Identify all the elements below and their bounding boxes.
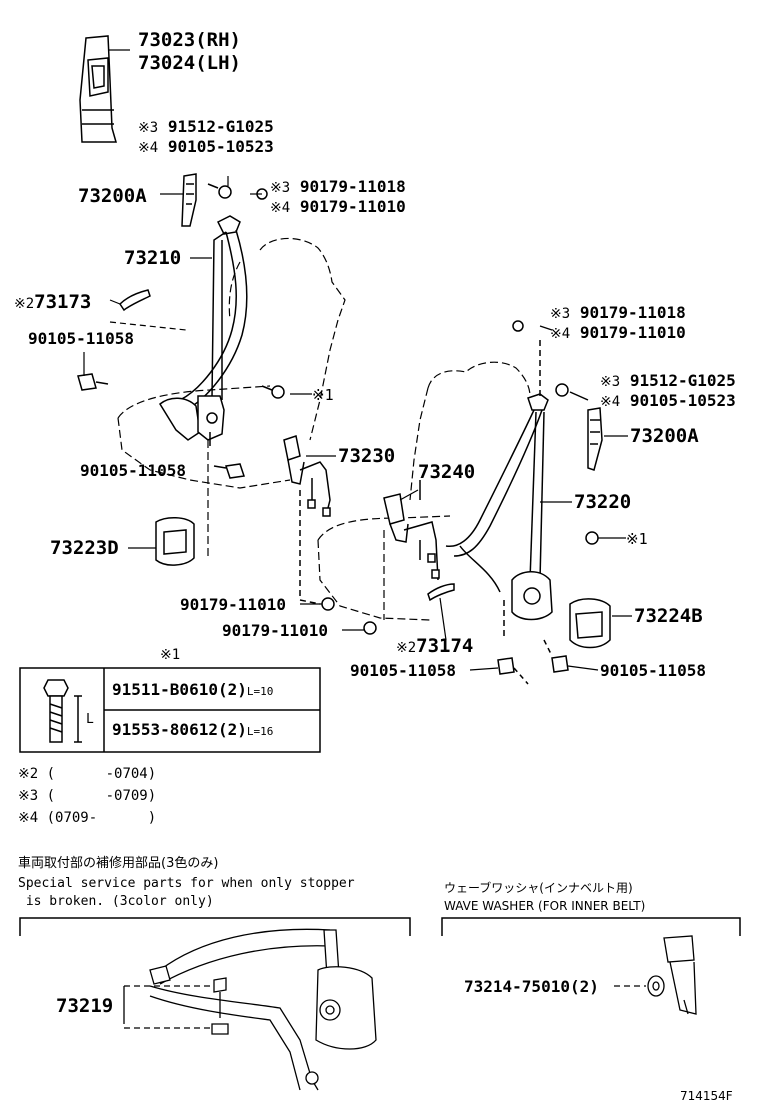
footnote-2: ※2 ( -0704) [18,766,157,782]
part-label-73210: 73210 [124,247,182,269]
top-nut-label-4: ※4 90179-11010 [270,197,406,217]
top-nut-label-3: ※3 90179-11018 [270,177,406,197]
right-retractor-cover [569,598,611,649]
right-nut-label-3: ※3 90179-11018 [550,303,686,323]
drawing-id: 714154F [680,1089,733,1103]
top-bolt-label-3: ※3 91512-G1025 [138,117,274,137]
right-seat-outline [317,361,531,621]
left-mount-bolts [77,373,285,479]
service-parts-drawing [123,928,377,1091]
service-parts-bracket [19,917,741,936]
part-label-73023: 73023(RH) [138,29,241,51]
right-seatbelt-assembly [445,393,553,621]
leader-lines [83,176,632,671]
bottom-nut-label-a: 90179-11010 [180,595,286,614]
bottom-bolt-left-label: 90105-11058 [350,661,456,680]
fastener-table [19,667,321,753]
washer-title-en: WAVE WASHER (FOR INNER BELT) [444,899,646,913]
left-bolt-lower-label: 90105-11058 [80,461,186,480]
table-title: ※1 [160,647,181,663]
left-stopper [119,289,151,312]
part-label-73224B: 73224B [634,605,703,627]
right-stopper [427,583,455,602]
washer-title-jp: ウェーブワッシャ(インナベルト用) [444,881,633,895]
left-retractor-cover [155,517,195,566]
right-bolt-label-3: ※3 91512-G1025 [600,371,736,391]
bottom-nut-label-b: 90179-11010 [222,621,328,640]
right-height-adjuster [512,320,603,471]
right-mount-bolts [497,531,599,685]
right-bolt-label-4: ※4 90105-10523 [600,391,736,411]
x1-right-label: ※1 [626,530,648,548]
part-label-73223D: 73223D [50,537,119,559]
service-line-1: Special service parts for when only stop… [18,876,355,891]
pillar-trim-part [79,35,130,143]
part-label-73173: ※273173 [14,291,92,313]
footnote-3: ※3 ( -0709) [18,788,157,804]
table-row-2: 91553-80612(2)L=16 [112,720,274,739]
service-line-2: is broken. (3color only) [18,894,214,909]
right-nut-label-4: ※4 90179-11010 [550,323,686,343]
part-label-73200A-right: 73200A [630,425,699,447]
part-label-73174: ※273174 [396,635,474,657]
top-bolt-label-4: ※4 90105-10523 [138,137,274,157]
part-label-73200A-left: 73200A [78,185,147,207]
left-bolt-upper-label: 90105-11058 [28,329,134,348]
part-label-73214: 73214-75010(2) [464,977,599,996]
right-buckle [383,480,440,581]
part-label-73230: 73230 [338,445,396,467]
part-label-73024: 73024(LH) [138,52,241,74]
bottom-bolt-right-label: 90105-11058 [600,661,706,680]
table-row-1: 91511-B0610(2)L=10 [112,680,274,699]
left-height-adjuster [181,173,268,227]
left-seatbelt-assembly [159,215,248,446]
service-title-jp: 車両取付部の補修用部品(3色のみ) [18,856,219,871]
part-label-73240: 73240 [418,461,476,483]
footnote-4: ※4 (0709- ) [18,810,157,826]
wave-washer-drawing [614,935,697,1015]
table-dim-label: L [86,712,94,727]
bottom-nuts [299,490,377,635]
part-label-73219: 73219 [56,995,114,1017]
part-label-73220: 73220 [574,491,632,513]
left-buckle [283,435,331,517]
x1-left-label: ※1 [312,386,334,404]
left-seat-outline [117,237,346,556]
